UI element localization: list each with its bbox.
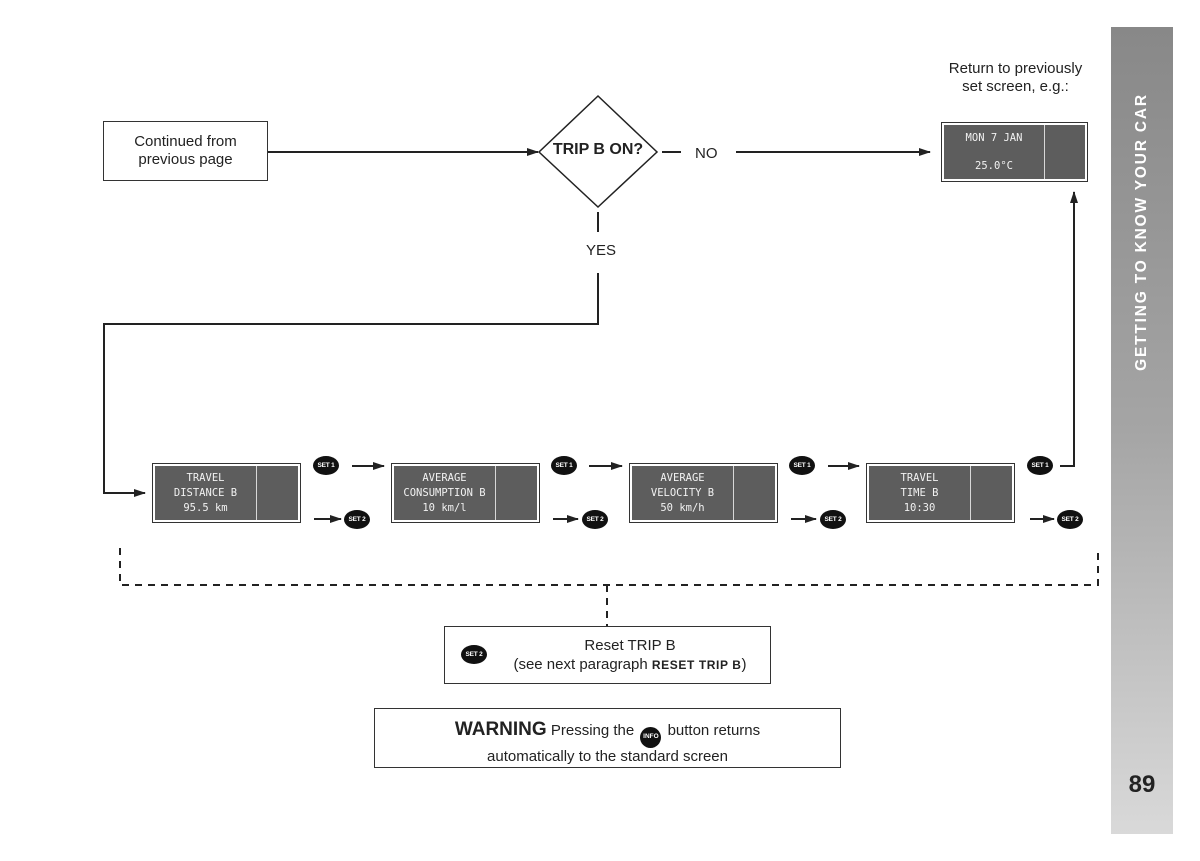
- screen-line: 10:30: [903, 501, 936, 514]
- return-note-line1: Return to previously: [948, 60, 1083, 77]
- warning-box-line2: automatically to the standard screen: [487, 747, 728, 765]
- screen-line: TRAVEL: [900, 471, 939, 484]
- start-box-line2: previous page: [138, 151, 233, 168]
- warning-box-line1: WARNING Pressing the INFO button returns: [375, 719, 840, 748]
- decision-no-label: NO: [695, 145, 718, 162]
- info-button-icon: INFO: [640, 726, 662, 748]
- screen-average-velocity-b: AVERAGE VELOCITY B 50 km/h: [629, 463, 778, 523]
- screen-line: 10 km/l: [422, 501, 467, 514]
- standard-screen-display: MON 7 JAN 25.0°C: [941, 122, 1088, 182]
- start-box: Continued from previous page: [103, 121, 268, 181]
- screen-line: 50 km/h: [660, 501, 705, 514]
- set2-button-icon: SET 2: [461, 645, 487, 664]
- screen-line: VELOCITY B: [650, 486, 715, 499]
- screen-line: TIME B: [900, 486, 939, 499]
- decision-label: TRIP B ON?: [552, 141, 644, 158]
- screen-line: CONSUMPTION B: [403, 486, 486, 499]
- set1-arrow-return: [1060, 191, 1078, 467]
- dashed-bracket: [119, 548, 1099, 586]
- set2-button-icon: SET 2: [344, 510, 370, 529]
- screen-average-consumption-b: AVERAGE CONSUMPTION B 10 km/l: [391, 463, 540, 523]
- page-number: 89: [1128, 771, 1156, 798]
- standard-screen-temperature: 25.0°C: [975, 160, 1013, 172]
- chapter-sidebar: GETTING TO KNOW YOUR CAR 89: [1111, 27, 1173, 834]
- warning-text-end: button returns: [663, 722, 761, 739]
- arrow-yes-to-first-screen: [103, 273, 599, 497]
- set1-button-icon: SET 1: [1027, 456, 1053, 475]
- warning-label: WARNING: [454, 719, 547, 740]
- standard-screen-date: MON 7 JAN: [965, 132, 1023, 144]
- reset-box: SET 2 Reset TRIP B (see next paragraph R…: [444, 626, 771, 684]
- set2-button-icon: SET 2: [582, 510, 608, 529]
- screen-line: 95.5 km: [183, 501, 228, 514]
- chapter-title: GETTING TO KNOW YOUR CAR: [1133, 93, 1150, 371]
- screen-line: AVERAGE: [422, 471, 467, 484]
- return-note: Return to previously set screen, e.g.:: [938, 60, 1093, 96]
- decision-yes-label: YES: [586, 242, 617, 259]
- warning-text-start: Pressing the: [546, 722, 639, 739]
- screen-line: DISTANCE B: [173, 486, 238, 499]
- reset-box-reference: (see next paragraph RESET TRIP B): [490, 656, 770, 674]
- screen-line: AVERAGE: [660, 471, 705, 484]
- reset-box-title: Reset TRIP B: [584, 637, 676, 654]
- set1-button-icon: SET 1: [789, 456, 815, 475]
- start-box-line1: Continued from: [134, 133, 237, 150]
- reset-box-reference-prefix: (see next paragraph: [513, 656, 652, 673]
- screen-line: TRAVEL: [186, 471, 225, 484]
- set1-button-icon: SET 1: [313, 456, 339, 475]
- set2-button-icon: SET 2: [1057, 510, 1083, 529]
- screen-travel-distance-b: TRAVEL DISTANCE B 95.5 km: [152, 463, 301, 523]
- warning-box: WARNING Pressing the INFO button returns…: [374, 708, 841, 768]
- set1-button-icon: SET 1: [551, 456, 577, 475]
- reset-box-reference-suffix: ): [741, 656, 747, 673]
- set2-button-icon: SET 2: [820, 510, 846, 529]
- reset-box-reference-bold: RESET TRIP B: [651, 658, 742, 672]
- return-note-line2: set screen, e.g.:: [962, 78, 1069, 95]
- screen-travel-time-b: TRAVEL TIME B 10:30: [866, 463, 1015, 523]
- decision-diamond: [537, 94, 659, 209]
